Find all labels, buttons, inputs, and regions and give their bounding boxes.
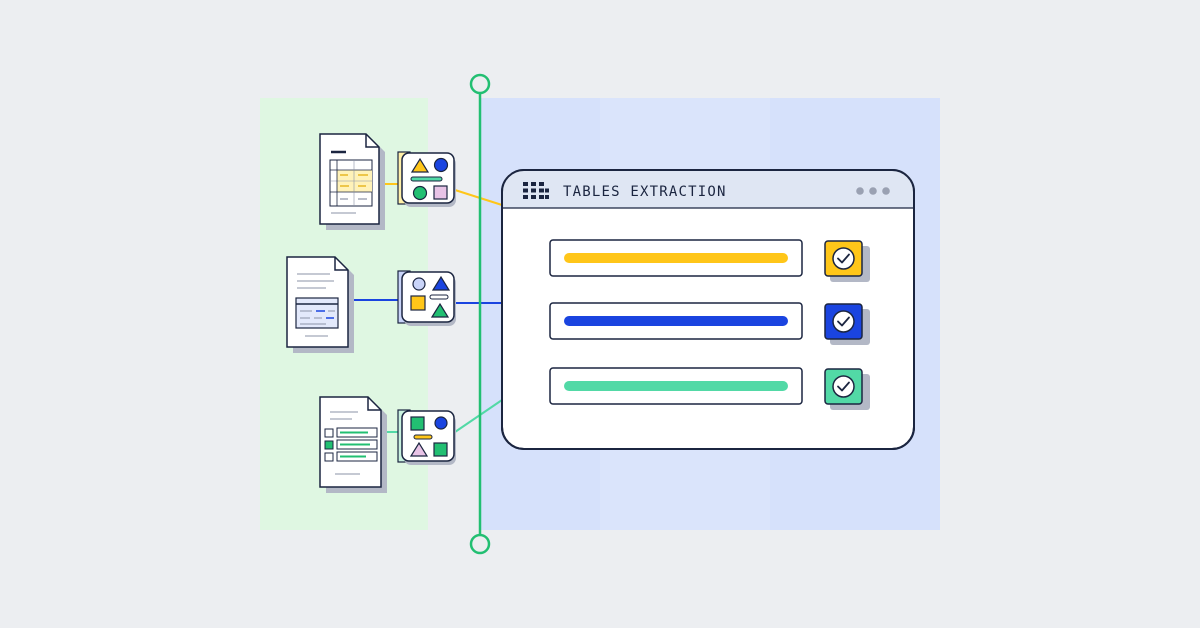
checkmark-icon[interactable] <box>824 240 870 282</box>
shapes-tile-icon <box>397 270 456 326</box>
extraction-window: TABLES EXTRACTION <box>501 169 915 450</box>
window-dot-icon[interactable] <box>856 187 864 195</box>
window-title: TABLES EXTRACTION <box>563 184 727 200</box>
connector-line-green <box>454 399 503 433</box>
window-dot-icon[interactable] <box>869 187 877 195</box>
window-dot-icon[interactable] <box>882 187 890 195</box>
timeline-node-bottom <box>469 533 491 555</box>
connector-line-yellow <box>454 189 503 206</box>
extraction-row <box>549 367 870 410</box>
row-progress-bar <box>564 316 788 326</box>
row-progress-bar <box>564 381 788 391</box>
row-progress-bar <box>564 253 788 263</box>
shapes-tile-icon <box>397 409 456 465</box>
checkmark-icon[interactable] <box>824 368 870 410</box>
window-controls[interactable] <box>856 187 890 195</box>
extraction-row <box>549 239 870 282</box>
table-document-icon <box>319 133 385 230</box>
form-document-icon <box>286 256 354 353</box>
extraction-row <box>549 302 870 345</box>
timeline-node-top <box>469 73 491 95</box>
window-titlebar <box>502 170 914 208</box>
checklist-document-icon <box>319 396 387 493</box>
grid-logo-icon <box>523 182 549 199</box>
checkmark-icon[interactable] <box>824 303 870 345</box>
shapes-tile-icon <box>397 151 456 207</box>
